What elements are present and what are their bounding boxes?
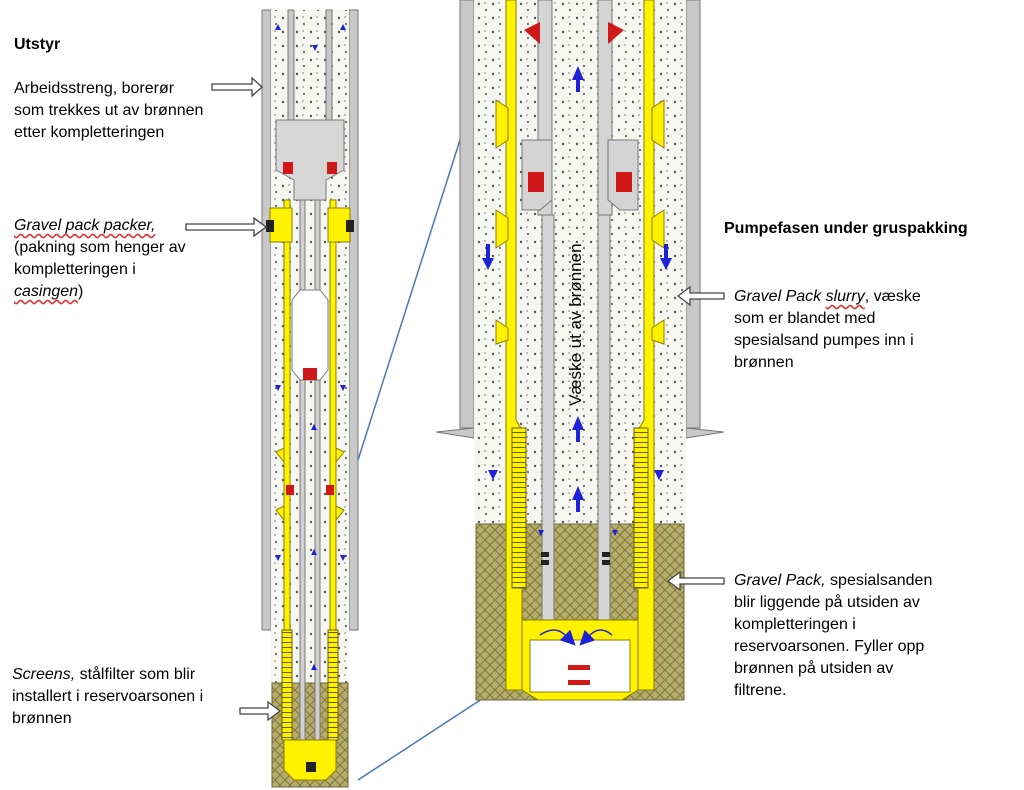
arrow-gravelpack — [666, 570, 725, 592]
screens-line-1: installert i reservoarsonen i — [12, 688, 204, 705]
gravelpack-line-3: reservoarsonen. Fyller opp — [734, 638, 925, 655]
zoom-line-bottom — [357, 694, 489, 781]
gravelpack-line-5: filtrene. — [734, 682, 787, 699]
workstring-line-2: som trekkes ut av brønnen — [14, 102, 204, 119]
gravelpack-name: Gravel Pack, — [734, 572, 826, 589]
arrow-slurry — [676, 285, 725, 307]
title-utstyr: Utstyr — [14, 36, 61, 53]
slurry-name-a: Gravel Pack — [734, 288, 822, 305]
pointer-arrows — [185, 76, 725, 722]
zoom-line-top — [357, 139, 461, 461]
arrow-screens — [239, 700, 282, 722]
packer-name: Gravel pack packer, — [14, 217, 156, 234]
screens-rest: stålfilter som blir — [75, 666, 196, 683]
label-slurry: Gravel Pack slurry, væske som er blandet… — [734, 286, 921, 374]
packer-line-2: kompletteringen i — [14, 261, 136, 278]
label-screens: Screens, stålfilter som blir installert … — [12, 664, 203, 730]
workstring-line-1: Arbeidsstreng, borerør — [14, 80, 175, 97]
slurry-line-3: brønnen — [734, 354, 794, 371]
packer-line-1: (pakning som henger av — [14, 239, 186, 256]
gravelpack-rest: spesialsanden — [825, 572, 933, 589]
casing-right-wall — [348, 9, 359, 631]
slurry-rest: , væske — [864, 288, 921, 305]
casing-left-wall — [261, 9, 272, 631]
title-pumpefasen: Pumpefasen under gruspakking — [724, 220, 968, 237]
gravelpack-line-1: blir liggende på utsiden av — [734, 594, 920, 611]
label-packer: Gravel pack packer, (pakning som henger … — [14, 215, 186, 303]
screens-line-2: brønnen — [12, 710, 72, 727]
label-workstring: Arbeidsstreng, borerør som trekkes ut av… — [14, 78, 203, 144]
arrow-packer — [185, 216, 268, 238]
slurry-name-b: slurry — [825, 288, 865, 305]
slurry-line-2: spesialsand pumpes inn i — [734, 332, 914, 349]
label-gravelpack: Gravel Pack, spesialsanden blir liggende… — [734, 570, 932, 702]
packer-casing-word: casingen — [14, 283, 79, 300]
zoomed-well — [435, 0, 725, 701]
gravelpack-line-4: brønnen på utsiden av — [734, 660, 894, 677]
arrow-workstring — [211, 76, 263, 98]
gravelpack-line-2: kompletteringen i — [734, 616, 856, 633]
screens-name: Screens, — [12, 666, 76, 683]
vertical-flow-label: Væske ut av brønnen — [566, 243, 585, 406]
slurry-line-1: som er blandet med — [734, 310, 876, 327]
workstring-line-3: etter kompletteringen — [14, 124, 165, 141]
small-well — [261, 9, 359, 788]
packer-casing-suffix: ) — [78, 283, 84, 300]
